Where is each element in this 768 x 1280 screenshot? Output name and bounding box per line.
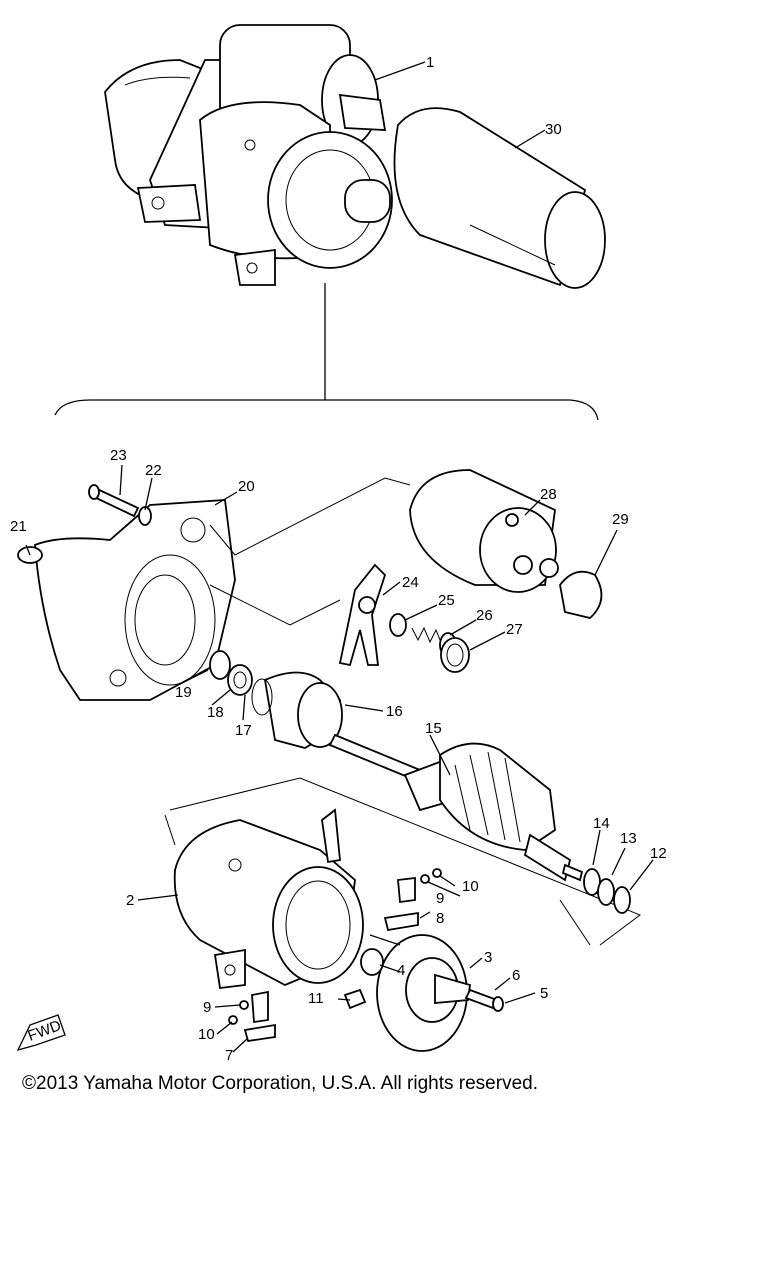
leader-lines (25, 61, 654, 1053)
ring-18 (227, 664, 253, 696)
callout-14: 14 (593, 815, 610, 832)
callout-10-right: 10 (462, 878, 479, 895)
callout-5: 5 (540, 985, 548, 1002)
callout-22: 22 (145, 462, 162, 479)
callout-20: 20 (238, 478, 255, 495)
callout-15: 15 (425, 720, 442, 737)
yoke-2 (173, 808, 364, 989)
callout-18: 18 (207, 704, 224, 721)
bolt-5-6 (464, 988, 504, 1012)
drive-housing (17, 499, 236, 701)
callout-4: 4 (397, 962, 405, 979)
washer-12 (613, 886, 631, 914)
fwd-label: FWD (26, 1017, 64, 1045)
callout-28: 28 (540, 486, 557, 503)
callout-21: 21 (10, 518, 27, 535)
callout-11: 11 (308, 990, 324, 1007)
callout-3: 3 (484, 949, 492, 966)
callout-29: 29 (612, 511, 629, 528)
starter-motor-exploded-diagram: FWD 1 30 (10, 24, 667, 1060)
callout-10-left: 10 (198, 1026, 215, 1043)
bolt-and-washer (88, 484, 152, 526)
callout-25: 25 (438, 592, 455, 609)
solenoid-cover-30 (393, 107, 606, 289)
assembly-guide-lines (164, 477, 642, 946)
callout-6: 6 (512, 967, 520, 984)
fwd-arrow: FWD (16, 1014, 66, 1052)
callout-27: 27 (506, 621, 523, 638)
bushing-4 (360, 948, 384, 976)
callout-12: 12 (650, 845, 667, 862)
armature-15 (328, 733, 584, 882)
callout-2: 2 (126, 892, 134, 909)
brush-holder-7 (228, 990, 276, 1043)
ring-19 (209, 650, 231, 680)
clip-11 (343, 988, 367, 1010)
copyright-notice: ©2013 Yamaha Motor Corporation, U.S.A. A… (22, 1073, 538, 1094)
callout-16: 16 (386, 703, 403, 720)
callout-26: 26 (476, 607, 493, 624)
explosion-bracket (54, 283, 599, 421)
callout-19: 19 (175, 684, 192, 701)
brush-holder-8 (383, 868, 442, 932)
callout-7: 7 (225, 1047, 233, 1060)
assembled-starter-motor (104, 24, 393, 286)
callout-9-left: 9 (203, 999, 211, 1016)
clutch-16 (251, 671, 343, 749)
spring-27 (440, 637, 470, 673)
callout-23: 23 (110, 447, 127, 464)
cap-29 (559, 570, 603, 619)
callout-30: 30 (545, 121, 562, 138)
end-cover-3 (369, 934, 471, 1052)
solenoid-28 (409, 469, 559, 593)
callout-24: 24 (402, 574, 419, 591)
callout-17: 17 (235, 722, 252, 739)
callout-1: 1 (426, 54, 434, 71)
callout-13: 13 (620, 830, 637, 847)
washer-13 (597, 878, 615, 906)
callout-8: 8 (436, 910, 444, 927)
callout-9-right: 9 (436, 890, 444, 907)
callout-labels: 1 30 23 22 20 21 28 29 24 25 26 27 19 18… (10, 54, 667, 1060)
shift-lever-24 (338, 563, 387, 667)
washer-25 (389, 613, 407, 637)
